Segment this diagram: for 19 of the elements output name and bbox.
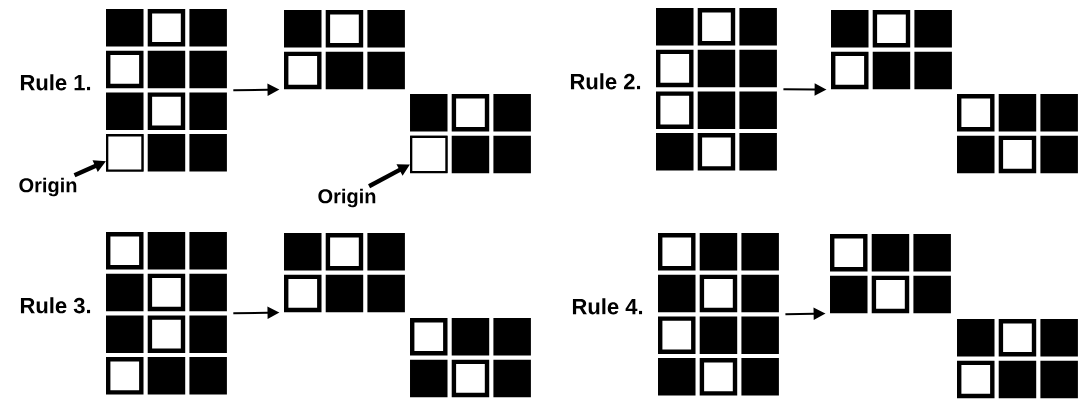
origin-tile bbox=[410, 135, 448, 174]
tile-grid-drawing bbox=[106, 232, 227, 395]
tile-grid-drawing bbox=[106, 9, 227, 172]
tile-grid-drawing bbox=[284, 233, 405, 313]
tile-grid-drawing bbox=[831, 10, 952, 90]
origin-label: Origin bbox=[318, 188, 376, 208]
origin-label: Origin bbox=[19, 177, 77, 197]
tile-grid-drawing bbox=[656, 8, 777, 171]
tile-grid-drawing bbox=[830, 234, 951, 314]
tile-grid-drawing bbox=[957, 319, 1078, 399]
origin-tile bbox=[106, 134, 144, 172]
tile-grid-drawing bbox=[410, 318, 531, 398]
tile-grid-drawing bbox=[658, 233, 779, 396]
rule-label: Rule 1. bbox=[20, 74, 91, 91]
tile-grid-drawing bbox=[957, 94, 1078, 174]
tile-grid-drawing bbox=[284, 10, 405, 90]
rule-label: Rule 2. bbox=[570, 73, 641, 90]
rule-label: Rule 3. bbox=[20, 297, 91, 314]
rule-label: Rule 4. bbox=[572, 298, 643, 315]
